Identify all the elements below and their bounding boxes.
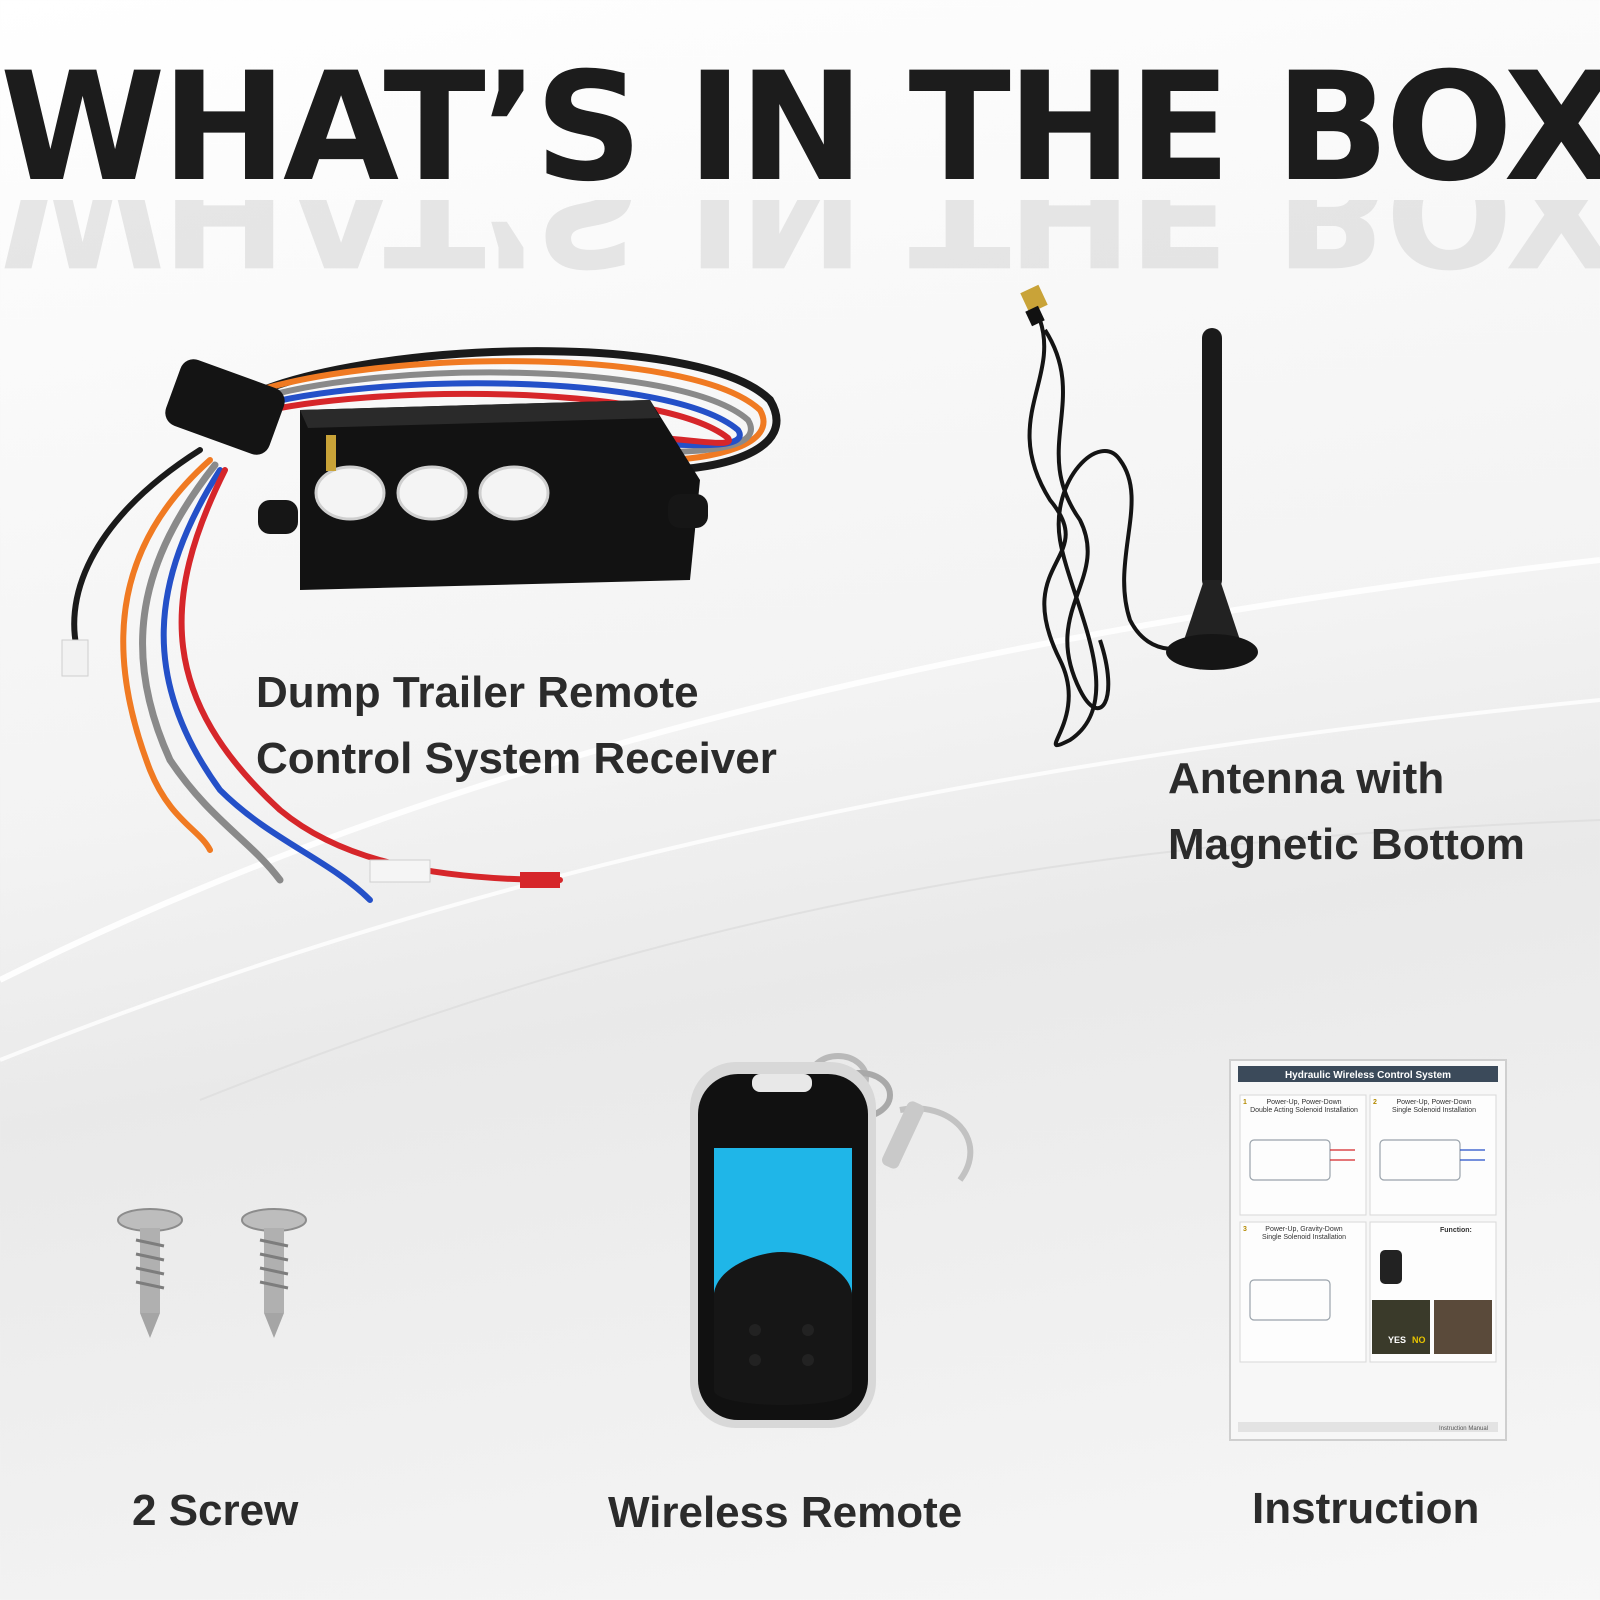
manual-section-3-subtitle: Single Solenoid Installation [1262,1234,1346,1241]
antenna-label: Antenna with Magnetic Bottom [1168,746,1525,878]
receiver-label-line1: Dump Trailer Remote [256,668,699,717]
page-title: WHAT’S IN THE BOX [0,41,1600,215]
manual-section-2-number: 2 [1373,1099,1377,1106]
manual-yes: YES [1388,1335,1406,1345]
screws-label: 2 Screw [132,1486,299,1535]
manual-section-2-title: Power-Up, Power-Down [1396,1099,1471,1106]
antenna-label-line1: Antenna with [1168,754,1445,803]
instruction-label: Instruction [1252,1484,1480,1533]
manual-section-3-title: Power-Up, Gravity-Down [1265,1226,1343,1233]
manual-no: NO [1412,1335,1426,1345]
manual-section-2-subtitle: Single Solenoid Installation [1392,1107,1476,1114]
manual-function-label: Function: [1440,1227,1472,1234]
remote-label: Wireless Remote [608,1488,963,1537]
manual-footer: Instruction Manual [1439,1426,1488,1432]
screw-icon [117,1208,183,1338]
manual-section-1-number: 1 [1243,1099,1247,1106]
screw-icon [241,1208,307,1338]
receiver-label: Dump Trailer Remote Control System Recei… [256,660,777,792]
manual-section-3-number: 3 [1243,1226,1247,1233]
manual-section-1-subtitle: Double Acting Solenoid Installation [1250,1107,1358,1114]
manual-section-1-title: Power-Up, Power-Down [1266,1099,1341,1106]
antenna-label-line2: Magnetic Bottom [1168,820,1525,869]
receiver-label-line2: Control System Receiver [256,734,777,783]
manual-header: Hydraulic Wireless Control System [1285,1070,1451,1081]
